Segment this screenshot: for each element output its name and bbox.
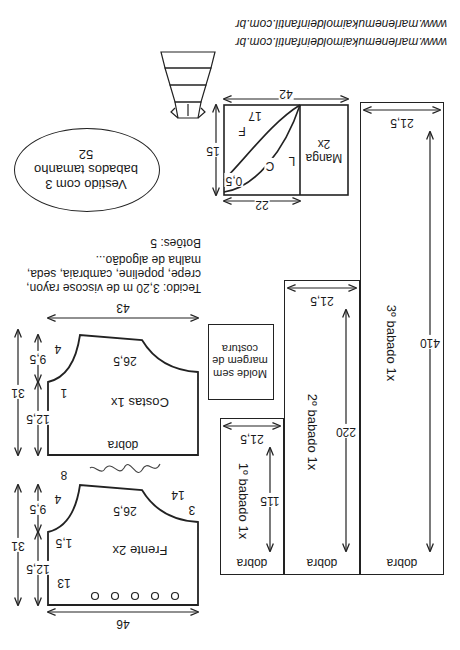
dimension-label: 42: [278, 86, 293, 100]
dimension-label: 4: [54, 341, 63, 355]
dimension-label: 26,5: [112, 503, 137, 517]
piece-name: Costas 1x: [90, 395, 190, 410]
dimension-label: 21,5: [239, 431, 264, 445]
dimension-label: 9,5: [29, 351, 48, 365]
fold-label: dobra: [386, 555, 419, 569]
fold-label: dobra: [236, 555, 269, 569]
dimension-label: 17: [247, 108, 262, 122]
dimension-label: 410: [419, 335, 441, 349]
dimension-label: 115: [259, 493, 280, 507]
dimension-label: 0,5: [225, 173, 244, 187]
dimension-label: 1,5: [55, 535, 74, 549]
piece-name: Molde sem margem de costura: [211, 342, 269, 380]
website-url: www.marlenemukaimoldeinfantil.com.br: [235, 34, 448, 48]
fold-label: dobra: [107, 437, 140, 451]
dimension-label: 46: [115, 616, 130, 630]
piece-name: Manga 2x: [301, 136, 347, 164]
piece-name: 3º babado 1x: [384, 305, 399, 381]
piece-name: Frente 2x: [90, 543, 190, 558]
title-cloud: Vestido com 3 babados tamanho 52: [14, 128, 160, 212]
buttons-note: Botões: 5: [149, 235, 202, 249]
dimension-label: 21,5: [309, 293, 334, 307]
dimension-label: 13: [56, 575, 71, 589]
note-box: Molde sem margem de costura: [208, 324, 274, 400]
dimension-label: 43: [115, 300, 130, 314]
fold-label: dobra: [306, 555, 339, 569]
dimension-lines: [18, 99, 440, 612]
website-url: www.marlenemukaimoldeinfantil.com.br: [235, 16, 448, 30]
dimension-label: 31: [10, 385, 25, 399]
dimension-label: 26,5: [112, 353, 137, 367]
back-outline: [48, 335, 198, 455]
piece-letter: L: [288, 153, 297, 167]
front-outline: [48, 485, 198, 605]
dimension-label: 12,5: [25, 561, 50, 575]
dimension-label: 22: [254, 197, 269, 211]
dimension-label: 21,5: [389, 115, 414, 129]
piece-name: 2º babado 1x: [305, 394, 320, 470]
dimension-label: 15: [205, 143, 220, 157]
dimension-label: 12,5: [25, 411, 50, 425]
dress-sketch: [161, 52, 215, 118]
dimension-label: 31: [10, 538, 25, 552]
piece-letter: F: [237, 123, 246, 137]
dimension-label: 3: [188, 502, 197, 516]
piece-name: Vestido com 3 babados tamanho 52: [30, 147, 142, 192]
signature: [90, 464, 160, 473]
sleeve-piece: Manga 2x: [300, 105, 348, 195]
dimension-label: 1: [60, 385, 69, 399]
dimension-label: 220: [335, 424, 357, 438]
buttons: [92, 593, 179, 600]
piece-name: 1º babado 1x: [236, 463, 251, 539]
dimension-label: 14: [170, 487, 185, 501]
fabric-note: Tecido: 3,20 m de viscose rayon, crepe, …: [12, 253, 202, 294]
dimension-label: 4: [54, 491, 63, 505]
sleeve-outline: [224, 105, 348, 195]
dimension-label: 9,5: [29, 501, 48, 515]
piece-letter: C: [265, 158, 276, 172]
dimension-label: 8: [60, 467, 69, 481]
